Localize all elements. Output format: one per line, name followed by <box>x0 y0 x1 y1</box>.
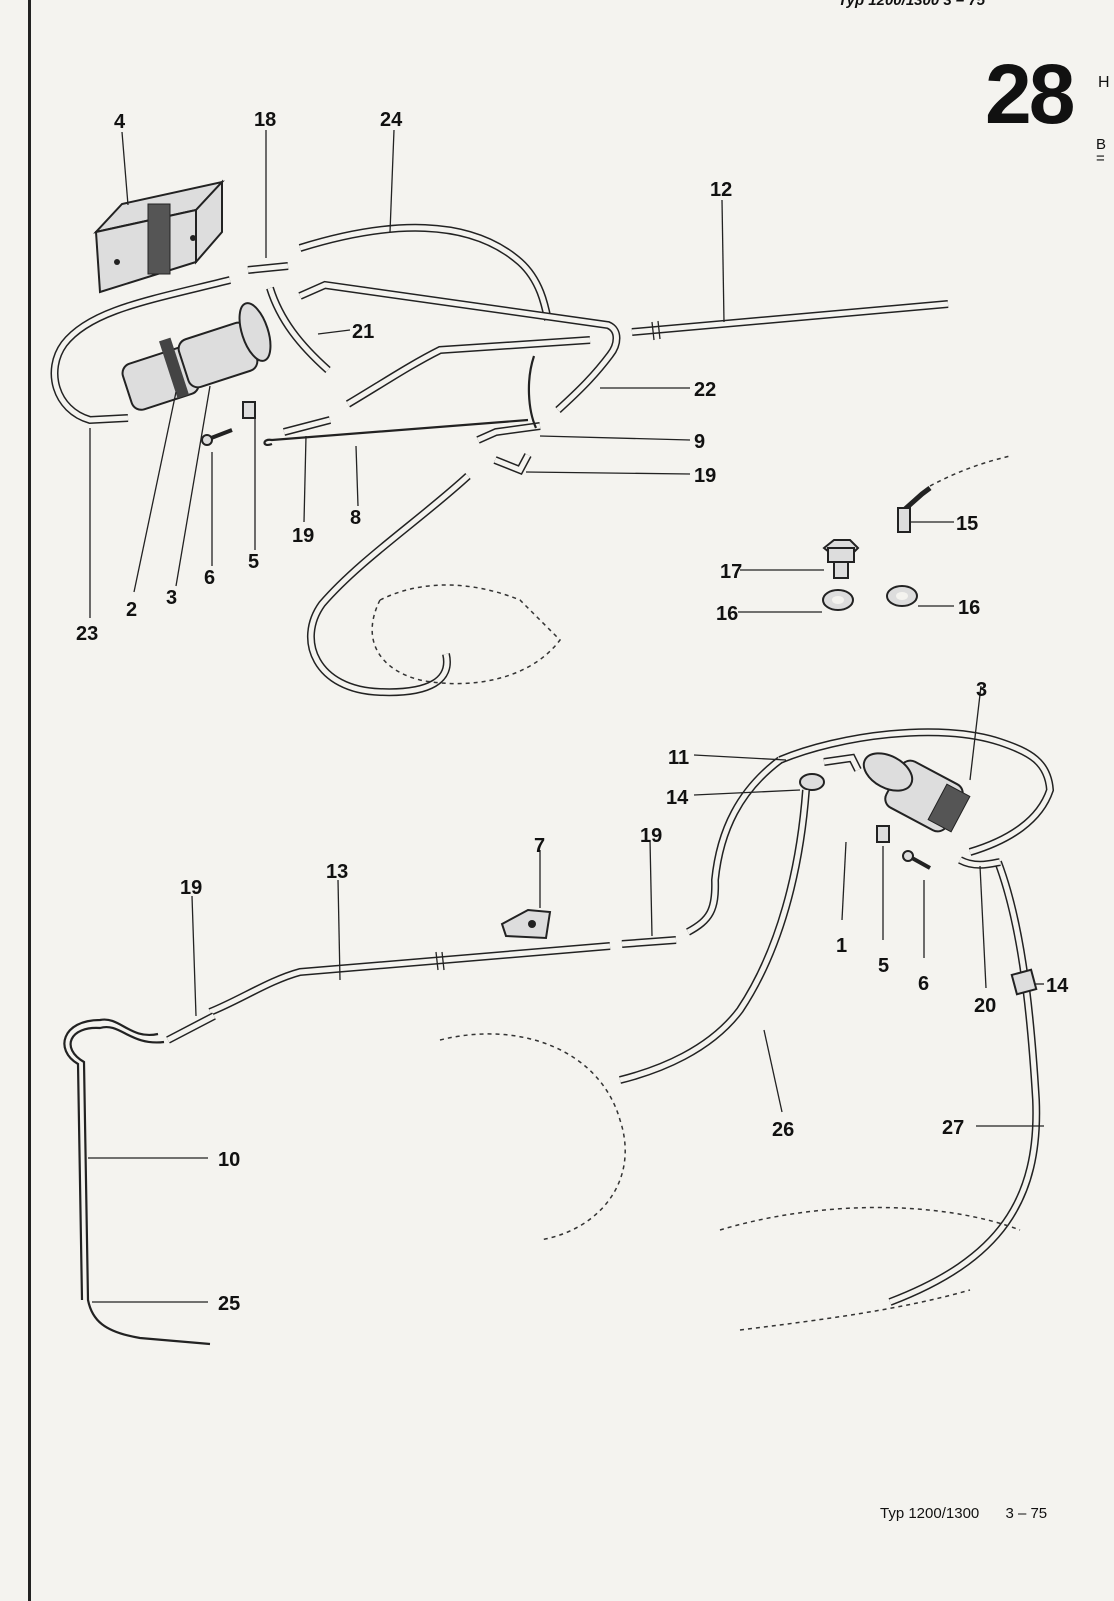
label-part-21: 21 <box>352 321 374 343</box>
hose-part-24 <box>298 223 552 321</box>
lower-assembly <box>63 728 1055 1346</box>
side-text-eq: = <box>1096 150 1105 167</box>
label-part-18: 18 <box>254 109 276 131</box>
label-part-3-upper: 3 <box>166 587 177 609</box>
label-part-6-lower: 6 <box>918 973 929 995</box>
label-part-7: 7 <box>534 835 545 857</box>
label-part-16-left: 16 <box>716 603 738 625</box>
tee-piece-part-18 <box>247 262 331 373</box>
label-part-3-lower: 3 <box>976 679 987 701</box>
tank-outline-dashed <box>371 584 561 685</box>
label-part-6-upper: 6 <box>204 567 215 589</box>
hose-part-23 <box>50 276 231 425</box>
label-part-15: 15 <box>956 513 978 535</box>
label-part-11: 11 <box>668 747 689 769</box>
section-number: 28 <box>985 47 1075 141</box>
hose-part-27 <box>888 860 1041 1306</box>
label-part-5-upper: 5 <box>248 551 259 573</box>
label-part-19-upper: 19 <box>694 465 716 487</box>
small-parts-group <box>822 455 1011 611</box>
label-part-25: 25 <box>218 1293 240 1315</box>
screw-part-6 <box>201 428 233 446</box>
top-type-reference: Typ 1200/1300 3 – 75 <box>838 0 986 9</box>
clip-part-5 <box>242 401 256 419</box>
bolt-part-17 <box>822 539 860 579</box>
bracket-part-4 <box>93 179 225 294</box>
label-part-4: 4 <box>114 111 126 133</box>
clip-part-7 <box>500 908 552 940</box>
label-part-14-right: 14 <box>1046 975 1069 997</box>
pipe-part-13 <box>208 942 611 1016</box>
label-part-19-lower: 19 <box>180 877 202 899</box>
hose-part-26 <box>619 789 810 1084</box>
label-part-5-lower: 5 <box>878 955 889 977</box>
hose-part-8 <box>263 416 529 446</box>
label-part-14-left: 14 <box>666 787 689 809</box>
pipe-part-12 <box>631 300 949 341</box>
hose-part-19-lower <box>166 936 677 1044</box>
label-part-2: 2 <box>126 599 137 621</box>
side-text-b-letter: B <box>1096 136 1107 153</box>
label-part-10: 10 <box>218 1149 240 1171</box>
label-part-19-left: 19 <box>292 525 314 547</box>
hose-part-20 <box>958 856 1001 869</box>
screw-part-6-lower <box>902 850 931 870</box>
label-part-22: 22 <box>694 379 716 401</box>
car-body-outline-dashed <box>439 1033 1021 1331</box>
label-part-8: 8 <box>350 507 361 529</box>
washer-pump-part-2 <box>121 302 272 411</box>
label-part-17: 17 <box>720 561 742 583</box>
pipe-part-10 <box>63 1018 211 1346</box>
nozzle-part-15 <box>897 455 1011 533</box>
label-part-16-right: 16 <box>958 597 980 619</box>
label-part-1: 1 <box>836 935 847 957</box>
page-footer: Typ 1200/1300 3 – 75 <box>880 1505 1047 1522</box>
footer-page-number: 3 – 75 <box>1005 1505 1048 1522</box>
clip-part-5-lower <box>876 825 890 843</box>
label-part-23: 23 <box>76 623 98 645</box>
footer-model: Typ 1200/1300 <box>880 1505 980 1522</box>
upper-assembly <box>50 179 949 697</box>
label-part-20: 20 <box>974 995 996 1017</box>
label-part-19-mid: 19 <box>640 825 662 847</box>
label-part-13: 13 <box>326 861 348 883</box>
label-part-27: 27 <box>942 1117 964 1139</box>
long-hose-loop <box>307 473 471 697</box>
part-number-labels: 4 18 24 12 21 22 9 19 8 19 23 2 3 6 5 15… <box>76 109 1069 1315</box>
side-text-h: H <box>1098 74 1110 91</box>
side-text-b: B = <box>1096 136 1107 167</box>
hose-part-11 <box>686 728 1055 936</box>
hose-part-22 <box>298 280 621 413</box>
label-part-12: 12 <box>710 179 732 201</box>
label-part-26: 26 <box>772 1119 794 1141</box>
connector-part-14 <box>799 773 825 791</box>
washer-pump-part-1 <box>862 752 971 833</box>
binding-margin-line <box>28 0 31 1601</box>
hose-segment <box>527 355 538 429</box>
label-part-9: 9 <box>694 431 705 453</box>
connector-part-9 <box>476 422 541 476</box>
label-part-24: 24 <box>380 109 403 131</box>
leader-lines <box>88 129 1044 1303</box>
